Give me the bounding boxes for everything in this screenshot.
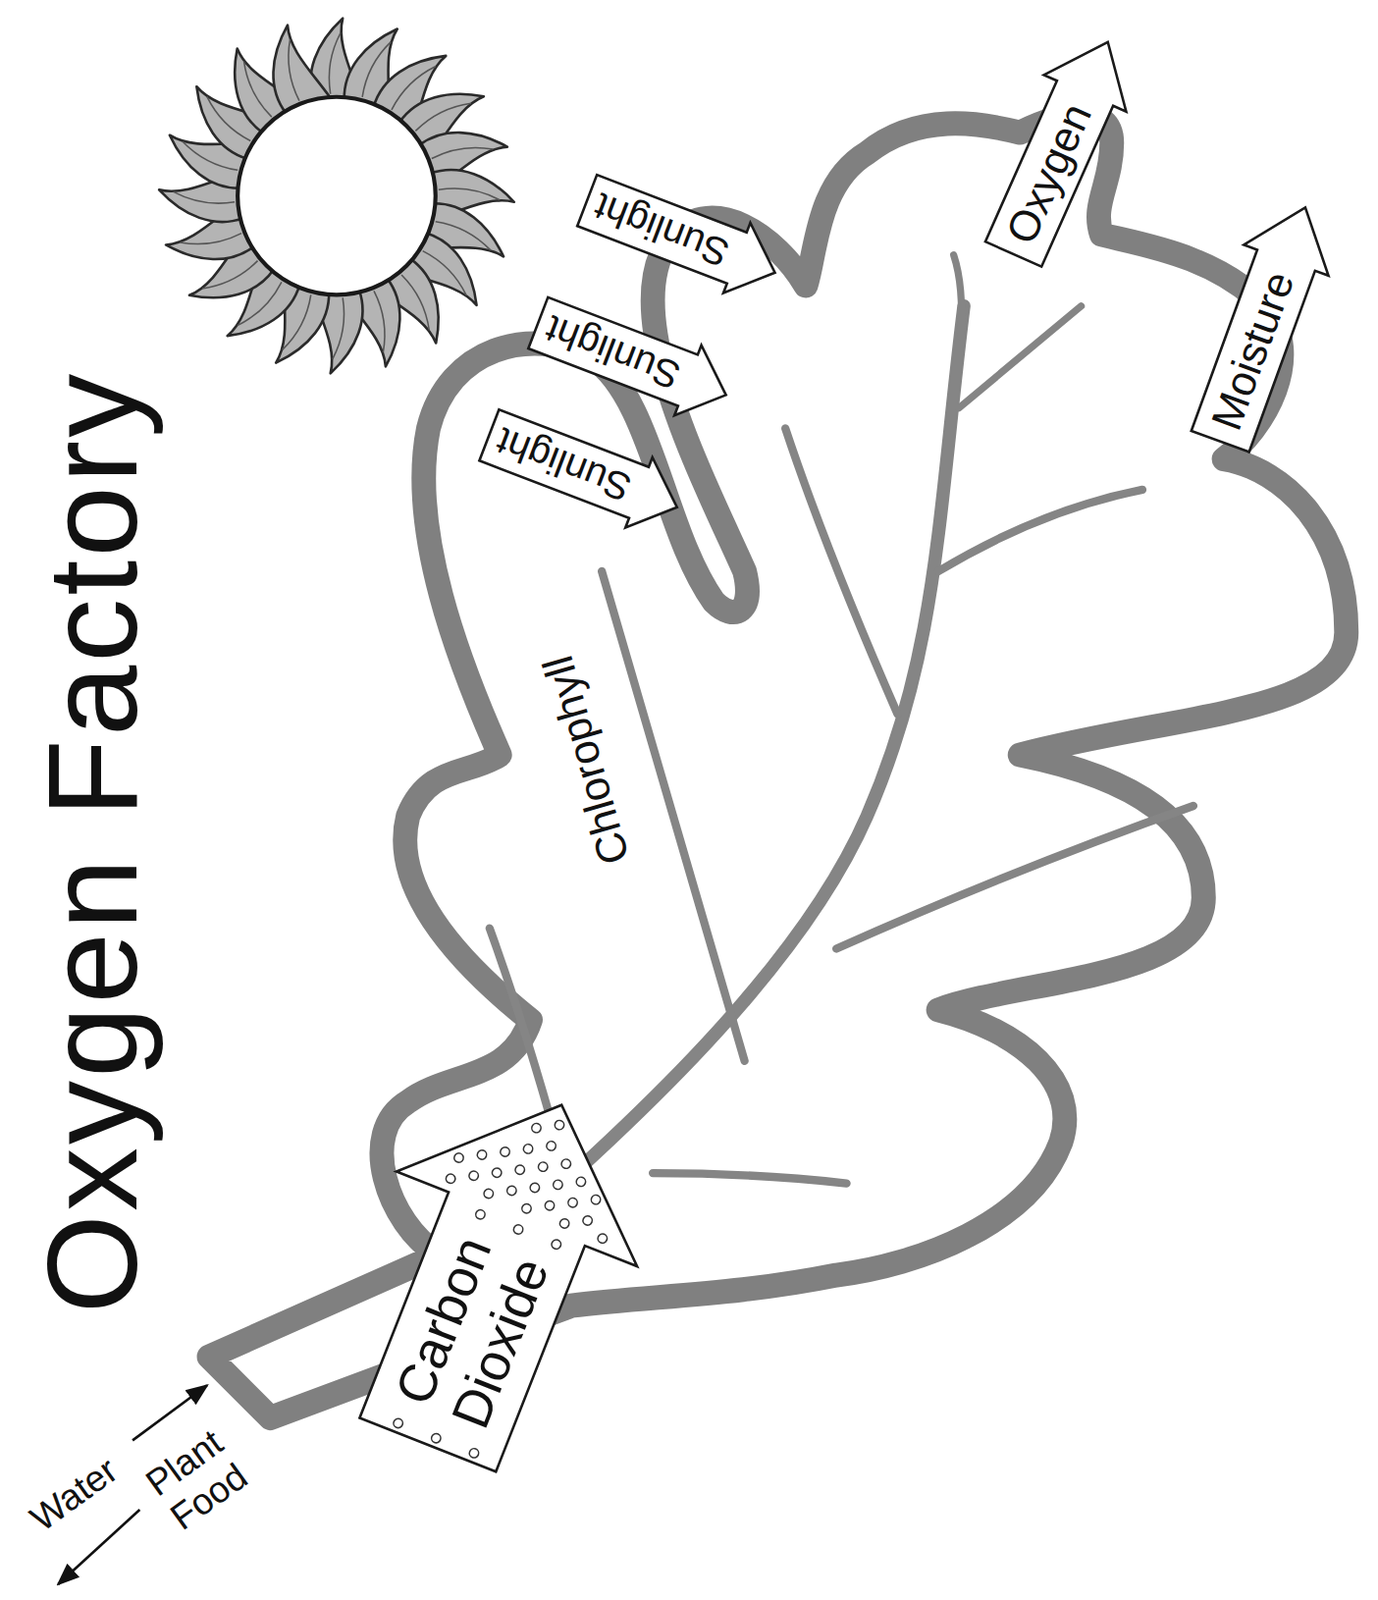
arrow-outline	[307, 1058, 683, 1493]
gas-bubble	[522, 1143, 534, 1156]
gas-bubble	[530, 1121, 542, 1134]
arrow-outline	[476, 400, 691, 543]
gas-bubble	[551, 1178, 564, 1191]
gas-bubble	[452, 1152, 465, 1165]
flow-label: Plant Food	[138, 1409, 271, 1538]
gas-bubble	[566, 1196, 579, 1209]
gas-bubble	[520, 1202, 532, 1215]
arrow-text: Carbon Dioxide	[379, 1219, 565, 1444]
gas-bubble	[582, 1215, 594, 1227]
gas-bubble	[490, 1166, 503, 1179]
gas-bubble	[589, 1193, 602, 1206]
gas-bubble	[529, 1181, 541, 1194]
flow-label-holder: Water	[21, 1448, 125, 1540]
gas-bubble	[392, 1417, 405, 1430]
sun-symbol	[159, 18, 515, 374]
gas-bubble	[468, 1169, 480, 1182]
gas-bubble	[550, 1238, 563, 1251]
gas-bubble	[596, 1232, 609, 1245]
gas-bubble	[514, 1164, 527, 1176]
gas-bubble	[553, 1118, 566, 1131]
diagram-title-holder: Oxygen Factory	[28, 370, 157, 1314]
gas-bubble	[536, 1161, 549, 1173]
gas-bubble	[498, 1146, 511, 1159]
gas-bubble	[575, 1175, 587, 1188]
gas-bubble	[545, 1140, 558, 1153]
leaf-outline	[209, 114, 1347, 1419]
gas-bubble	[429, 1431, 442, 1444]
flow-label: Water	[21, 1448, 125, 1540]
gas-bubble	[444, 1172, 457, 1185]
arrow-outline	[972, 23, 1150, 272]
flow-label-holder: Plant Food	[138, 1409, 271, 1538]
arrow-outline	[1177, 192, 1348, 458]
gas-bubble	[558, 1218, 571, 1230]
gas-bubble	[476, 1149, 488, 1162]
gas-bubble	[512, 1223, 525, 1236]
diagram-title: Oxygen Factory	[28, 370, 157, 1314]
arrow-outline	[574, 165, 790, 309]
gas-bubble	[474, 1208, 486, 1220]
gas-bubble	[543, 1199, 556, 1212]
gas-bubble	[468, 1447, 480, 1460]
gas-bubble	[505, 1184, 518, 1197]
gas-bubble	[560, 1158, 573, 1170]
arrow-outline	[525, 287, 741, 430]
gas-bubble	[482, 1187, 495, 1200]
